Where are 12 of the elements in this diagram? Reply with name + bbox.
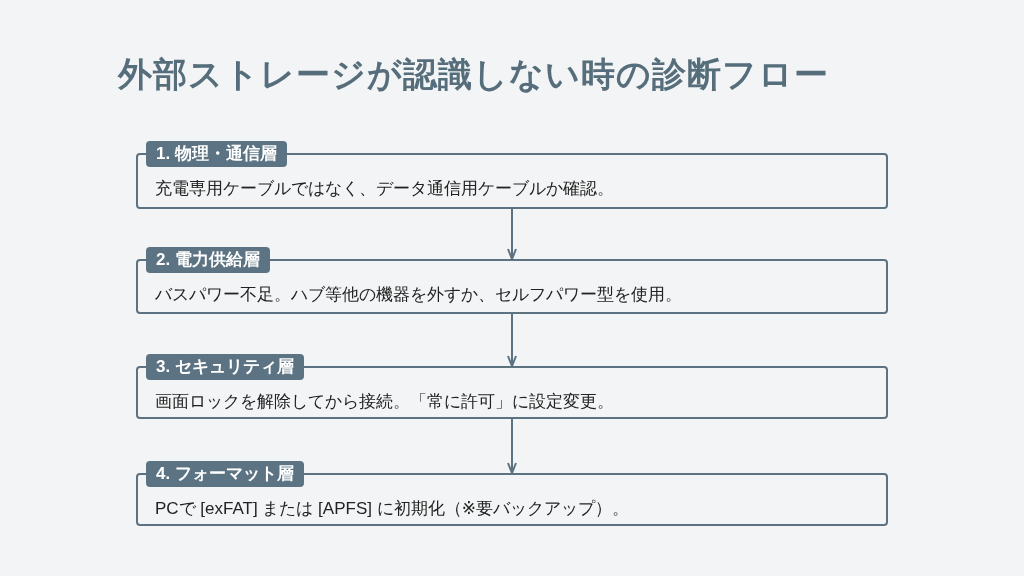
step-heading-tab: 2. 電力供給層 <box>146 247 270 273</box>
step-heading-tab: 3. セキュリティ層 <box>146 354 304 380</box>
arrow <box>507 418 517 474</box>
step-heading-tab: 4. フォーマット層 <box>146 461 304 487</box>
title: 外部ストレージが認識しない時の診断フロー <box>118 54 829 95</box>
step-heading-tab: 1. 物理・通信層 <box>146 141 287 167</box>
arrow <box>507 208 517 260</box>
step-description: 充電専用ケーブルではなく、データ通信用ケーブルか確認。 <box>155 178 614 200</box>
step-description: 画面ロックを解除してから接続。「常に許可」に設定変更。 <box>155 391 614 413</box>
arrow <box>507 313 517 367</box>
step-description: バスパワー不足。ハブ等他の機器を外すか、セルフパワー型を使用。 <box>155 284 682 306</box>
step-description: PCで [exFAT] または [APFS] に初期化（※要バックアップ）。 <box>155 498 629 520</box>
